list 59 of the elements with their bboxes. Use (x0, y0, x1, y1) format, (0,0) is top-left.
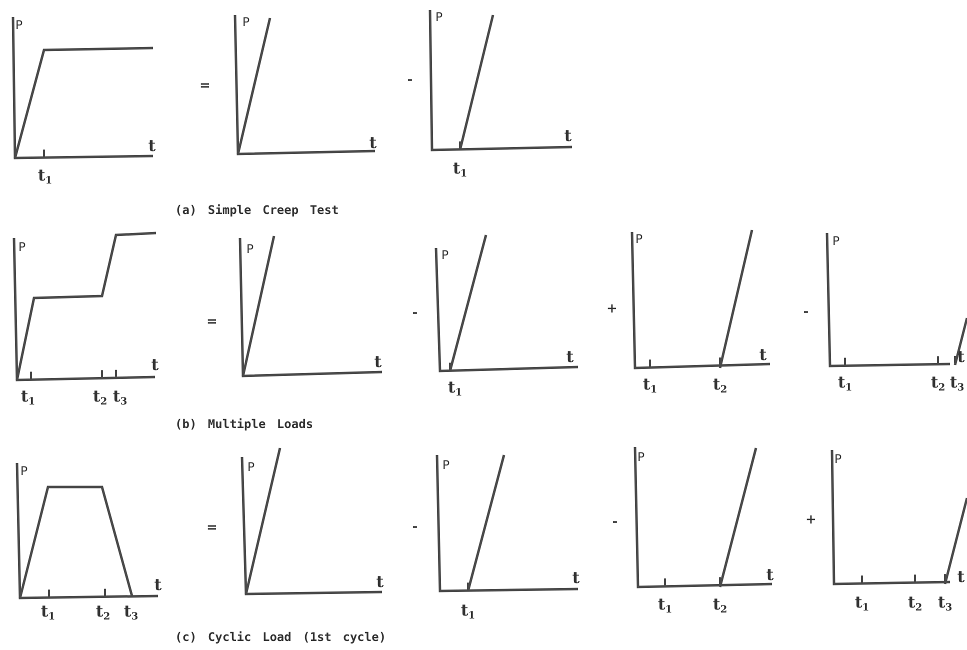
axis-label: t$_{1}$ (460, 602, 476, 622)
operator-sign: = (200, 80, 210, 92)
operator-sign: - (412, 306, 418, 320)
axis-label: P (834, 453, 842, 465)
operator-sign: - (412, 520, 418, 534)
axis-label: t$_{1}$ (40, 604, 56, 622)
axis-label: t (759, 347, 767, 363)
axis-label: P (246, 243, 254, 255)
axis-label: t (148, 138, 156, 154)
axis-label: P (247, 461, 255, 473)
axis-label: t (766, 567, 774, 583)
figure-caption: (a) Simple Creep Test (175, 204, 339, 216)
axis-label: t (957, 349, 965, 365)
axis-label: t$_{2}$ (96, 604, 110, 622)
axis-label: P (442, 459, 450, 471)
axis-label: t (566, 349, 574, 365)
axis-label: P (20, 465, 28, 477)
axis-label: t$_{2}$ (92, 388, 108, 408)
axis-label: t (957, 569, 965, 585)
axis-label: P (242, 16, 250, 28)
axis-label: P (441, 249, 449, 261)
axis-label: t$_{3}$ (112, 388, 128, 408)
axis-label: t (564, 128, 572, 144)
axis-label: t$_{1}$ (448, 380, 462, 398)
axis-label: P (637, 451, 645, 463)
axis-label: t (572, 570, 580, 586)
axis-label: P (832, 235, 840, 247)
operator-sign: + (806, 514, 816, 526)
figure-caption: (b) Multiple Loads (175, 418, 314, 430)
operator-sign: - (803, 306, 809, 318)
axis-label: P (15, 19, 23, 31)
axis-label: t (374, 354, 382, 370)
axis-label: t$_{2}$ (712, 376, 728, 396)
axis-label: t$_{3}$ (950, 374, 964, 394)
axis-label: t$_{1}$ (642, 376, 658, 396)
axis-label: t$_{1}$ (452, 160, 468, 180)
axis-label: t$_{2}$ (712, 596, 728, 616)
operator-sign: - (612, 516, 618, 528)
axis-label: t (369, 135, 377, 151)
axis-label: t (151, 357, 159, 373)
axis-label: t$_{1}$ (20, 388, 36, 408)
axis-label: t$_{1}$ (854, 594, 870, 614)
axis-label: P (435, 11, 443, 23)
axis-label: t$_{3}$ (124, 604, 138, 622)
axis-label: t$_{1}$ (38, 168, 52, 186)
axis-label: t$_{2}$ (930, 374, 946, 394)
operator-sign: - (407, 74, 413, 86)
operator-sign: + (606, 302, 618, 316)
axis-label: t (376, 574, 384, 590)
operator-sign: = (206, 316, 218, 328)
axis-label: t$_{1}$ (838, 374, 852, 394)
axis-label: t$_{3}$ (938, 594, 952, 614)
axis-label: P (18, 241, 26, 253)
figure-caption: (c) Cyclic Load (1st cycle) (175, 631, 386, 643)
axis-label: t (154, 577, 162, 593)
operator-sign: = (206, 522, 218, 534)
axis-label: t$_{1}$ (658, 596, 672, 616)
axis-label: t$_{2}$ (908, 594, 922, 614)
axis-label: P (635, 233, 643, 245)
